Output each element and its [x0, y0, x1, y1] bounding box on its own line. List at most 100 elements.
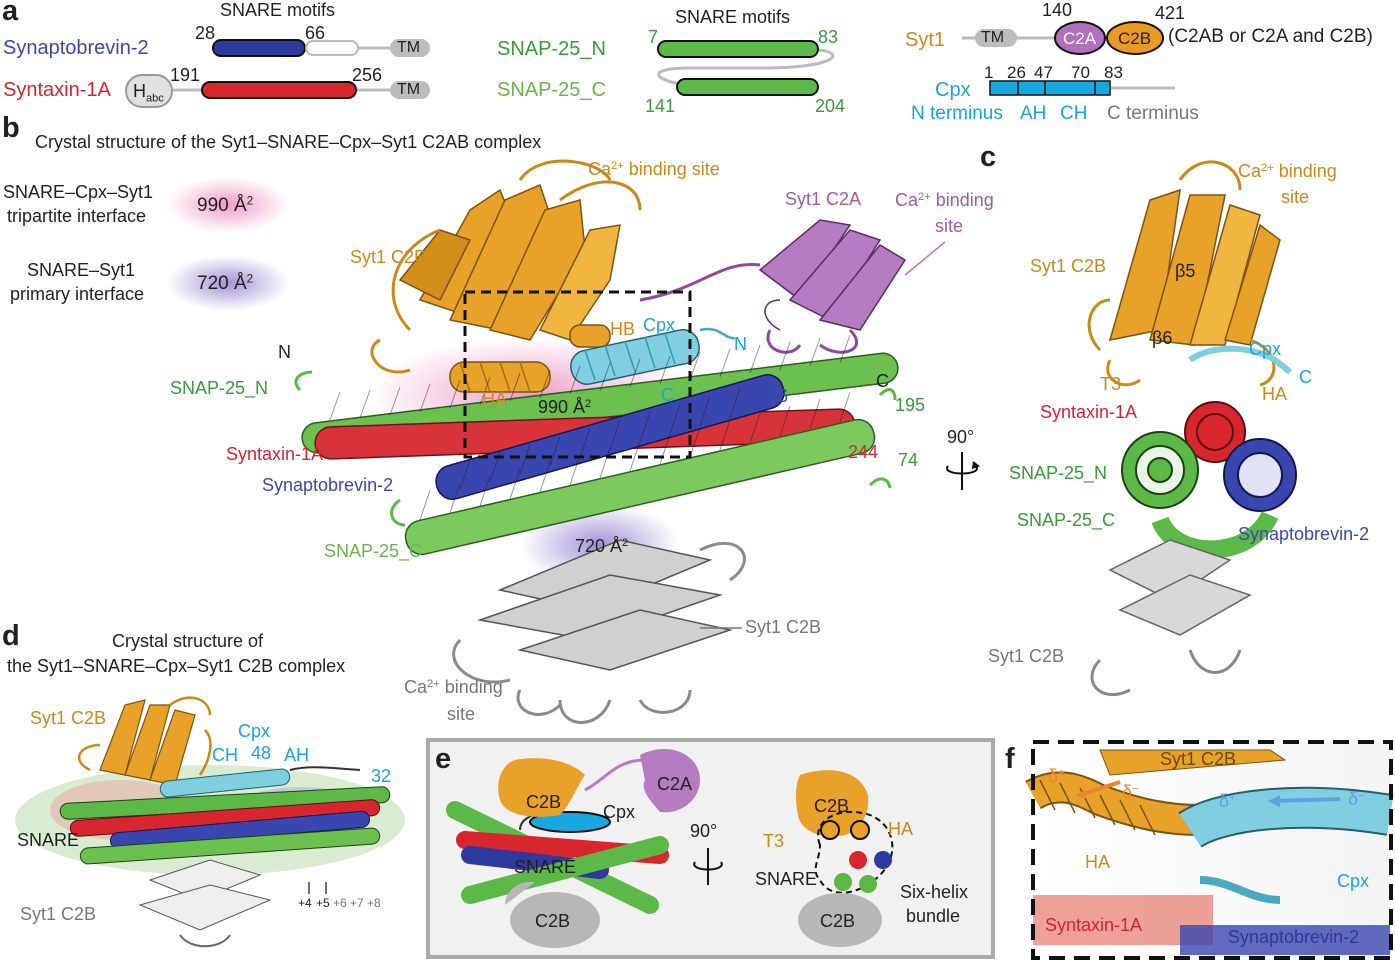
habc-label: Habc [133, 81, 164, 105]
synaptobrevin-label-c: Synaptobrevin-2 [1238, 524, 1370, 544]
ha-label-c: HA [1262, 384, 1288, 404]
syntaxin-domain-diagram [125, 74, 430, 108]
syntaxin-end: 256 [352, 65, 383, 85]
layer-plus6: +6 [333, 896, 347, 910]
area-990-label: 990 Å2 [538, 397, 592, 417]
snare-label-d: SNARE [17, 830, 80, 850]
beta5-label: β5 [1175, 261, 1196, 281]
syt1-label-a: Syt1 [905, 29, 946, 51]
layer-plus8: +8 [367, 896, 381, 910]
syt1-c2b-bottom-label-d: Syt1 C2B [20, 904, 97, 924]
primary-legend-halo [166, 255, 290, 311]
syt1-c2b-bottom-structure [477, 539, 733, 671]
n195-label: 195 [895, 395, 926, 415]
c2b-label-e: C2B [526, 792, 562, 812]
c2b-bottom-label-e: C2B [535, 911, 571, 931]
n74-label: 74 [898, 450, 919, 470]
synaptobrevin-label-a: Synaptobrevin-2 [3, 37, 149, 59]
panel-letter-b: b [2, 112, 20, 144]
c2b-right-label-e: C2B [814, 796, 850, 816]
snare-motifs-header-mid: SNARE motifs [675, 7, 791, 27]
legend-primary-line1: SNARE–Syt1 [27, 260, 136, 280]
snare-bundle-d [59, 786, 391, 865]
cpx-ch: CH [1060, 103, 1088, 124]
cpx-c [1188, 345, 1292, 375]
schematic-left [446, 749, 700, 948]
cpx-c-label-b: C [661, 385, 674, 405]
panel-f-border [1031, 740, 1393, 960]
rotate-label-e: 90° [690, 821, 718, 841]
snare-c-label-b: C [876, 371, 889, 391]
snap25c-label-b: SNAP-25_C [324, 541, 423, 561]
syt1-c2b-label-b: Syt1 C2B [350, 247, 427, 267]
cpx-label-e: Cpx [603, 802, 636, 822]
cpx-n26: 26 [1007, 63, 1026, 82]
ha-label-e: HA [888, 819, 914, 839]
ch-label-d: CH [212, 745, 238, 765]
syt1-c2a-label-b: Syt1 C2A [785, 189, 862, 209]
snap25n-end: 83 [818, 27, 839, 47]
panel-letter-e: e [435, 743, 452, 775]
cpx-label-a: Cpx [935, 79, 971, 101]
snap25c-start: 141 [645, 96, 676, 116]
cpx-n1: 1 [984, 63, 994, 82]
syt1-c2a-structure [758, 219, 907, 331]
rotate-icon-e [693, 848, 723, 885]
tripartite-legend-halo [166, 177, 290, 233]
n244-label: 244 [848, 442, 879, 462]
n66-label: 66 [768, 386, 789, 406]
cpx-c-label-c: C [1299, 367, 1312, 387]
snare-label-e: SNARE [514, 857, 577, 877]
ca-site-bottom-line2: site [447, 704, 476, 724]
syntaxin-label-b: Syntaxin-1A [226, 444, 324, 464]
rotate-icon [946, 452, 981, 490]
synaptobrevin-tm: TM [397, 39, 421, 56]
synaptobrevin-label-b: Synaptobrevin-2 [262, 475, 394, 495]
syntaxin-start: 191 [170, 65, 201, 85]
six-helix-line2: bundle [906, 906, 961, 926]
ca-site-c2a-line1: Ca2+ binding [895, 190, 994, 210]
legend-tripartite-line1: SNARE–Cpx–Syt1 [3, 182, 154, 202]
syntaxin-tm: TM [397, 81, 421, 98]
helix-cross-sections [1121, 401, 1297, 559]
syt1-c2b-label-f: Syt1 C2B [1160, 749, 1237, 769]
synaptobrevin-domain-diagram [212, 39, 430, 57]
cpx-n83: 83 [1104, 63, 1123, 82]
syt1-c2b-bottom-label-c: Syt1 C2B [988, 646, 1065, 666]
panel-letter-d: d [2, 620, 20, 652]
n32-label-d: 32 [371, 766, 392, 786]
cpx-n47: 47 [1034, 63, 1053, 82]
detail-box [463, 290, 692, 459]
snap25c-label-a: SNAP-25_C [497, 79, 606, 101]
syt1-domain-diagram [962, 21, 1164, 55]
snare-right-label-e: SNARE [755, 869, 818, 889]
snap25-domain-diagram [657, 40, 835, 96]
c2a-label-e: C2A [657, 774, 693, 794]
snap25c-label-c: SNAP-25_C [1017, 510, 1116, 530]
c2b-right-bottom-label-e: C2B [820, 911, 856, 931]
syt1-tm: TM [981, 29, 1005, 46]
t3-label-c: T3 [1100, 374, 1122, 394]
snare-n-label-b: N [278, 342, 291, 362]
syt1-c2b-loops-c [1087, 160, 1276, 387]
cpx-ah: AH [1020, 103, 1047, 124]
ca-site-c-line1: Ca2+ binding [1238, 161, 1337, 181]
syt1-c2b-bottom-loops [452, 542, 746, 724]
cpx-label-b: Cpx [643, 315, 676, 335]
ca-site-c-line2: site [1281, 187, 1310, 207]
syt1-end: 421 [1155, 3, 1186, 23]
cpx-label-d: Cpx [238, 721, 271, 741]
ha-label-b: HA [482, 389, 508, 409]
hb-helix [569, 324, 611, 348]
syt1-variant-note: (C2AB or C2A and C2B) [1168, 26, 1373, 47]
cpx-n-label-b: N [734, 334, 747, 354]
snap25c-end: 204 [815, 96, 846, 116]
syntaxin-label-c: Syntaxin-1A [1040, 402, 1138, 422]
syt1-c2b-bottom-label-b: Syt1 C2B [745, 617, 822, 637]
legend-tripartite-value: 990 Å2 [197, 194, 254, 216]
cpx-label-c: Cpx [1249, 339, 1282, 359]
ca-site-top: Ca2+ binding site [588, 159, 720, 179]
syntaxin-label-f: Syntaxin-1A [1045, 915, 1143, 935]
syt1-c2a-label-a: C2A [1063, 29, 1097, 48]
